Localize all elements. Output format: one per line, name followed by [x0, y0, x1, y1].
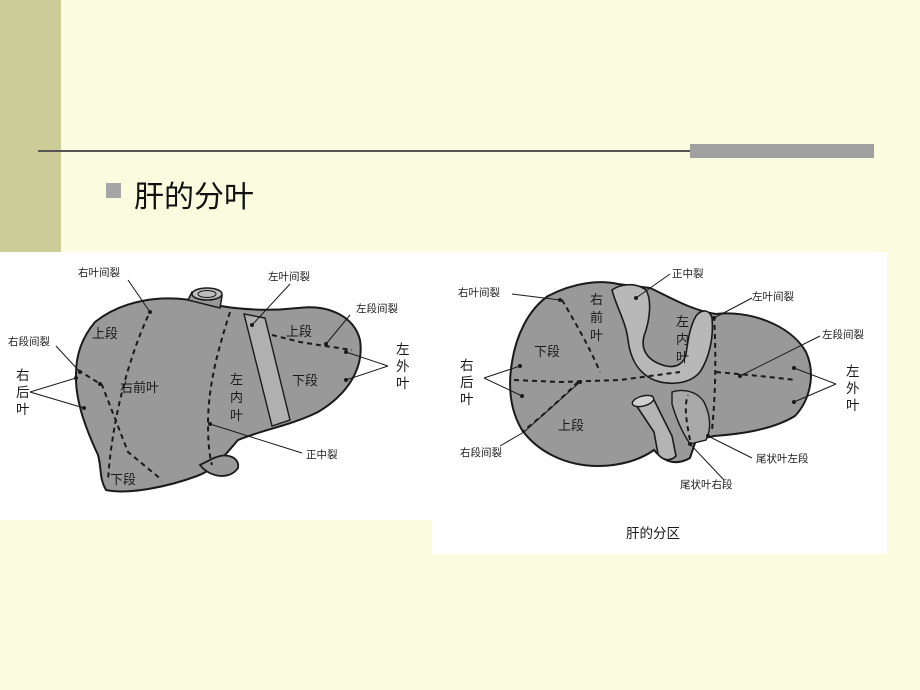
gallbladder-bump	[198, 454, 240, 477]
label-left-lateral-lobe-2: 外	[396, 359, 410, 375]
label-caudate-right-segment: 尾状叶右段	[680, 478, 733, 491]
label-left-medial-lobe-2: 内	[230, 390, 243, 406]
slide-title: 肝的分叶	[134, 180, 254, 215]
title-divider-line	[38, 150, 874, 152]
left-interlobar-fissure-line-v	[711, 315, 717, 431]
falciform-ligament	[243, 313, 291, 427]
portal-vein	[632, 395, 677, 461]
caudate-lobe	[671, 389, 711, 445]
label-right-segmental-fissure-v: 右段间裂	[460, 446, 502, 459]
liver-diaphragmatic-diagram: 右叶间裂 左叶间裂 左段间裂 右段间裂 右 后 叶 上段 右前叶 左 内 叶 上…	[8, 266, 410, 493]
median-fissure-line-v	[684, 394, 691, 441]
bullet-square-icon	[106, 183, 121, 198]
label-median-fissure-v: 正中裂	[672, 267, 704, 280]
liver-outline	[74, 297, 362, 493]
label-right-posterior-lobe-v-3: 叶	[460, 392, 474, 408]
left-segmental-fissure-line	[271, 334, 353, 351]
label-right-interlobar-fissure: 右叶间裂	[78, 266, 120, 279]
vena-cava-opening	[191, 287, 223, 301]
label-right-interlobar-fissure-v: 右叶间裂	[458, 286, 500, 299]
liver-visceral-diagram: 正中裂 右叶间裂 左叶间裂 右 前 叶 左 内 叶 左段间裂 下段 右 后 叶 …	[458, 267, 864, 542]
leader-dots-visceral	[518, 296, 796, 446]
label-left-lateral-lobe-1: 左	[396, 342, 410, 358]
median-fissure-line	[206, 311, 231, 466]
label-lower-segment-v: 下段	[534, 345, 560, 360]
label-lower-segment-right: 下段	[110, 473, 136, 488]
label-right-anterior-lobe-v-2: 前	[590, 310, 603, 326]
label-median-fissure: 正中裂	[306, 448, 338, 461]
decorative-side-bar	[0, 0, 61, 252]
label-left-medial-lobe-3: 叶	[230, 409, 243, 424]
label-right-posterior-lobe-v-2: 后	[460, 375, 474, 391]
label-left-lateral-lobe-3: 叶	[396, 376, 410, 392]
label-right-segmental-fissure: 右段间裂	[8, 335, 50, 348]
right-interlobar-fissure-line	[107, 315, 149, 481]
label-right-anterior-lobe-v-1: 右	[590, 293, 603, 308]
label-left-lateral-lobe-v-1: 左	[846, 364, 860, 380]
label-right-posterior-lobe-2: 后	[16, 385, 30, 401]
portal-vein-opening	[631, 394, 655, 408]
label-right-anterior-lobe: 右前叶	[120, 380, 159, 396]
right-segmental-fissure-line-v	[513, 371, 681, 384]
label-upper-segment-left: 上段	[286, 325, 312, 340]
title-divider-accent	[690, 144, 874, 158]
leader-lines-visceral	[483, 273, 837, 481]
label-left-lateral-lobe-v-3: 叶	[846, 398, 860, 414]
leader-dots	[74, 310, 348, 426]
label-left-interlobar-fissure: 左叶间裂	[268, 270, 310, 283]
label-upper-segment-right: 上段	[92, 327, 118, 342]
leader-lines	[29, 279, 389, 454]
label-left-interlobar-fissure-v: 左叶间裂	[752, 290, 794, 303]
label-left-segmental-fissure: 左段间裂	[356, 302, 398, 315]
figure-caption: 肝的分区	[626, 526, 680, 542]
label-right-posterior-lobe-v-1: 右	[460, 358, 474, 374]
label-caudate-left-segment: 尾状叶左段	[756, 452, 809, 465]
right-segmental-fissure-line	[77, 369, 163, 481]
label-left-medial-lobe-v-2: 内	[676, 332, 689, 348]
label-upper-segment-v: 上段	[558, 419, 584, 434]
label-left-medial-lobe-v-3: 叶	[676, 351, 689, 366]
liver-diaphragmatic-figure: 右叶间裂 左叶间裂 左段间裂 右段间裂 右 后 叶 上段 右前叶 左 内 叶 上…	[0, 252, 432, 520]
right-interlobar-fissure-line-v	[561, 299, 601, 373]
label-right-posterior-lobe-1: 右	[16, 368, 30, 384]
label-left-medial-lobe-1: 左	[230, 373, 243, 388]
label-lower-segment-left: 下段	[292, 374, 318, 389]
label-right-posterior-lobe-3: 叶	[16, 402, 30, 418]
label-left-medial-lobe-v-1: 左	[676, 315, 689, 330]
liver-visceral-figure: 正中裂 右叶间裂 左叶间裂 右 前 叶 左 内 叶 左段间裂 下段 右 后 叶 …	[432, 252, 887, 554]
label-left-segmental-fissure-v: 左段间裂	[822, 328, 864, 341]
ligamentum-notch	[611, 283, 714, 385]
label-left-lateral-lobe-v-2: 外	[846, 381, 860, 397]
label-right-anterior-lobe-v-3: 叶	[590, 329, 603, 344]
